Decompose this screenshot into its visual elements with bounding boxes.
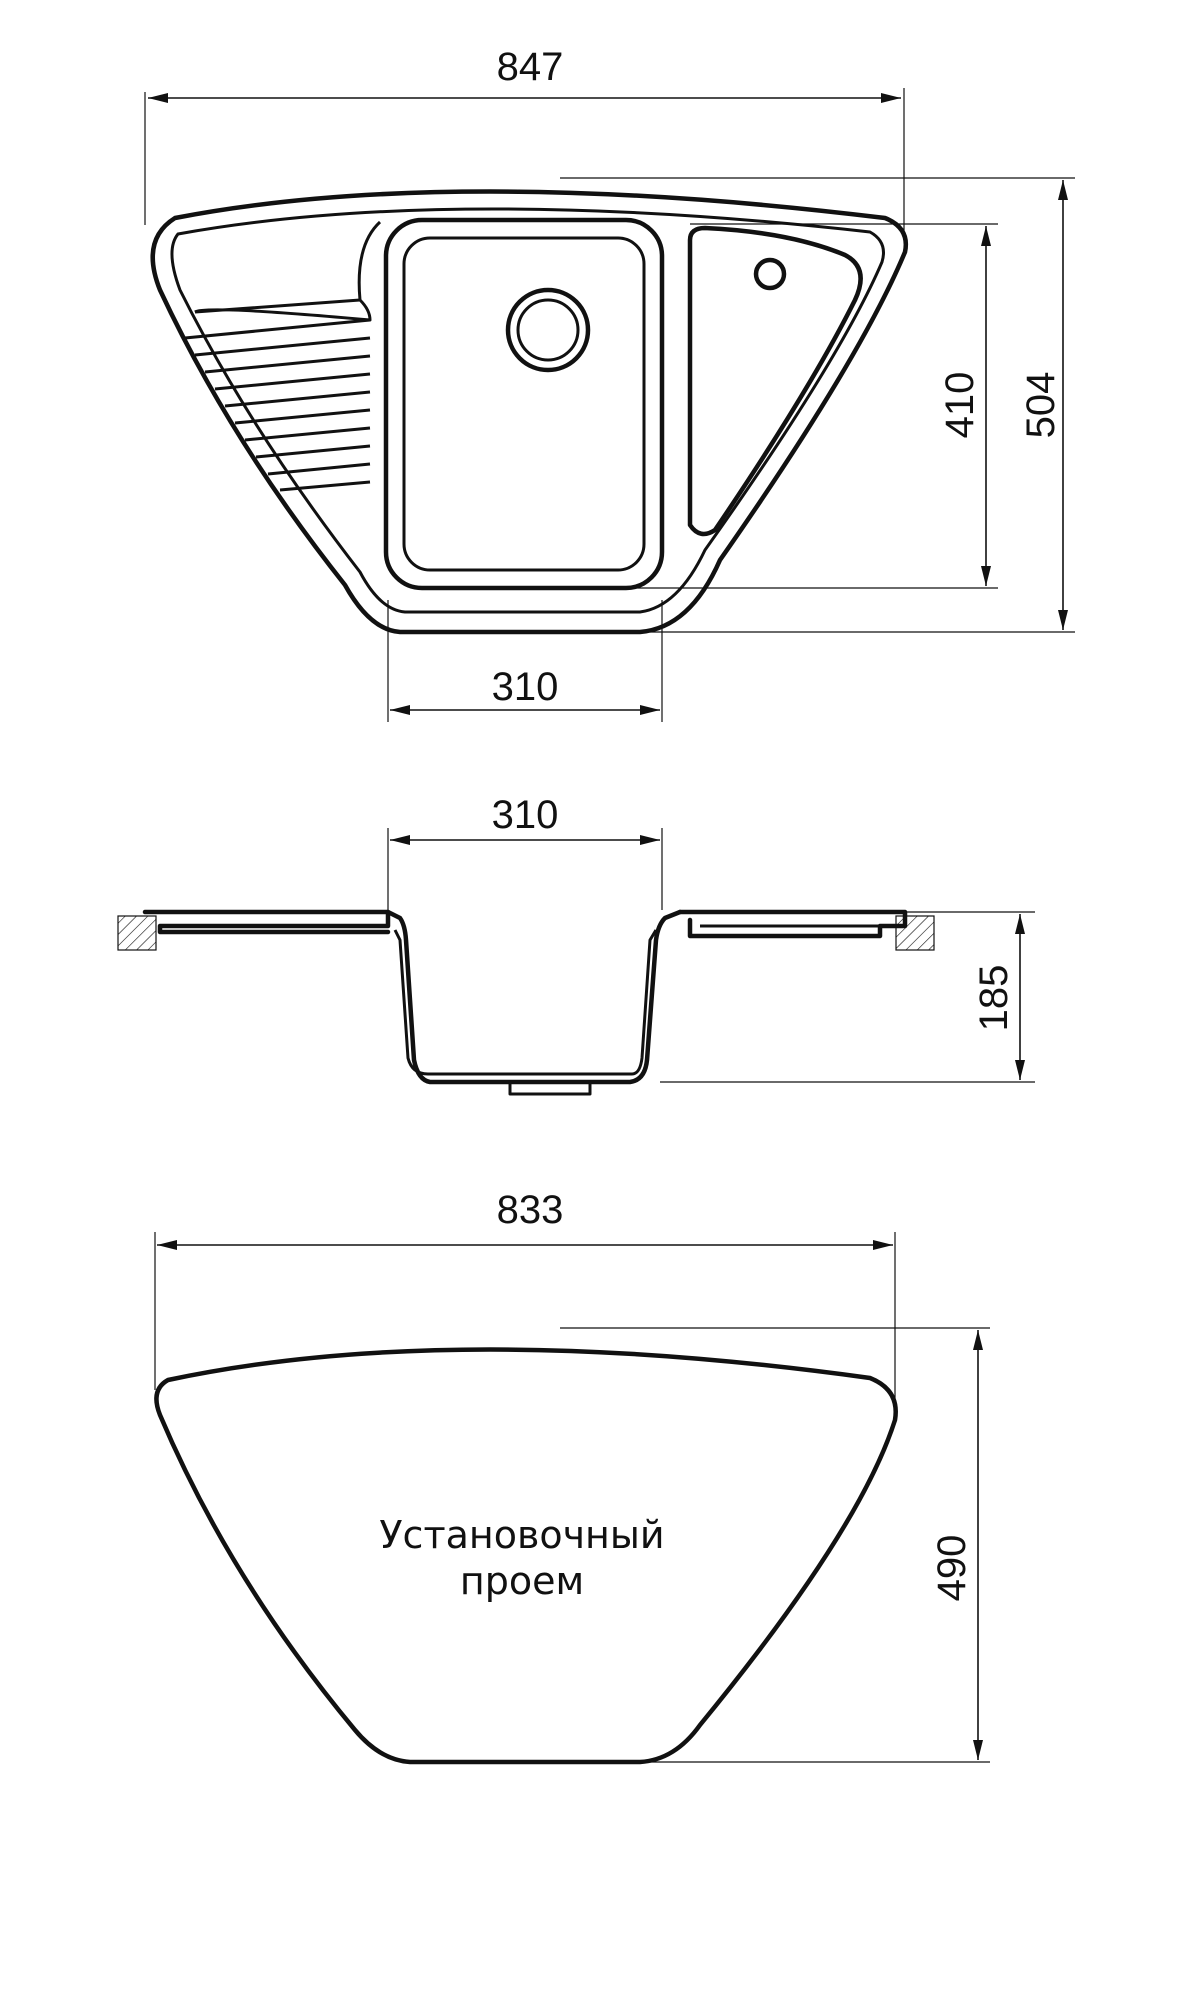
dim-overall-width: 847: [144, 45, 905, 240]
faucet-hole-icon: [753, 257, 787, 291]
bowl-profile-outer: [385, 909, 683, 1085]
dim-bowl-height: 185: [660, 911, 1035, 1083]
cutout-view: Установочный проем 833 490: [154, 1188, 990, 1765]
dim-inner-depth: 410: [590, 223, 998, 589]
dim-cutout-width-label: 833: [497, 1188, 564, 1232]
countertop-right: [895, 915, 935, 951]
dim-overall-depth: 504: [560, 177, 1075, 633]
sink-inner-rim: [170, 207, 885, 614]
cutout-outline: [154, 1347, 898, 1765]
dim-cutout-depth-label: 490: [930, 1535, 974, 1602]
top-view: 847 310 410 504: [144, 45, 1075, 722]
dim-bowl-height-label: 185: [972, 965, 1016, 1032]
cutout-label-line1: Установочный: [379, 1513, 664, 1557]
side-view: 310 185: [117, 793, 1035, 1096]
sink-outer-outline: [150, 189, 909, 635]
dim-bowl-width-side: 310: [387, 793, 663, 910]
secondary-bowl: [687, 225, 863, 537]
dim-cutout-depth: 490: [560, 1327, 990, 1763]
bowl-profile-inner: [393, 929, 658, 1076]
drain-inner-icon: [516, 298, 580, 362]
flange-left: [142, 909, 391, 935]
main-bowl-outer: [383, 217, 665, 591]
main-bowl-inner: [402, 236, 646, 572]
drain-stub: [508, 1082, 592, 1096]
dim-overall-depth-label: 504: [1019, 372, 1063, 439]
countertop-left: [117, 915, 157, 951]
dim-bowl-width-top: 310: [387, 600, 663, 722]
drainboard-edge: [194, 220, 382, 314]
dim-bowl-width-side-label: 310: [492, 793, 559, 837]
dim-cutout-width: 833: [154, 1188, 896, 1420]
dim-overall-width-label: 847: [497, 45, 564, 89]
flange-right: [677, 909, 908, 939]
dim-inner-depth-label: 410: [938, 372, 982, 439]
cutout-label-line2: проем: [460, 1559, 584, 1603]
dim-bowl-width-top-label: 310: [492, 665, 559, 709]
drain-outer-icon: [505, 287, 591, 373]
